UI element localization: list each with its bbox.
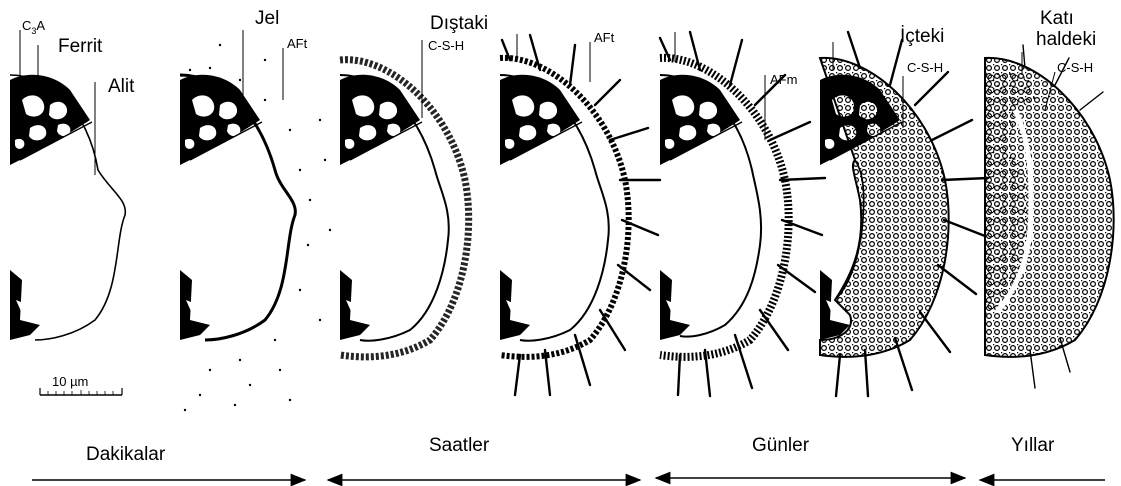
scale-bar: 10 µm (40, 374, 122, 395)
scale-bar-label: 10 µm (52, 374, 88, 389)
label-csh-2: C-S-H (907, 60, 943, 75)
time-label-years: Yıllar (1011, 435, 1055, 456)
timeline: Dakikalar Saatler Günler Yıllar (32, 435, 1105, 480)
stage-1-grain (10, 75, 125, 340)
label-distaki: Dıştaki (430, 13, 488, 34)
label-icteki: İçteki (900, 26, 944, 47)
label-csh-1: C-S-H (428, 38, 464, 53)
label-csh-3: C-S-H (1057, 60, 1093, 75)
stage-5-grain (660, 32, 825, 396)
time-label-days: Günler (752, 435, 810, 456)
label-kati: Katı (1040, 8, 1074, 29)
time-label-minutes: Dakikalar (86, 444, 166, 465)
stage-6-grain (820, 32, 988, 396)
label-c3a: C3A (22, 18, 45, 36)
stage-3-grain (340, 60, 469, 357)
label-aft-1: AFt (287, 36, 308, 51)
time-label-hours: Saatler (429, 435, 490, 456)
label-afm: AFm (770, 72, 797, 87)
label-jel: Jel (255, 8, 279, 29)
label-aft-2: AFt (594, 30, 615, 45)
stage-7-grain (985, 45, 1114, 388)
stage-4-grain (500, 35, 660, 395)
label-haldeki: haldeki (1036, 29, 1096, 50)
stage-2-grain (180, 44, 331, 411)
label-alit: Alit (108, 76, 135, 97)
label-ferrit: Ferrit (58, 36, 103, 57)
